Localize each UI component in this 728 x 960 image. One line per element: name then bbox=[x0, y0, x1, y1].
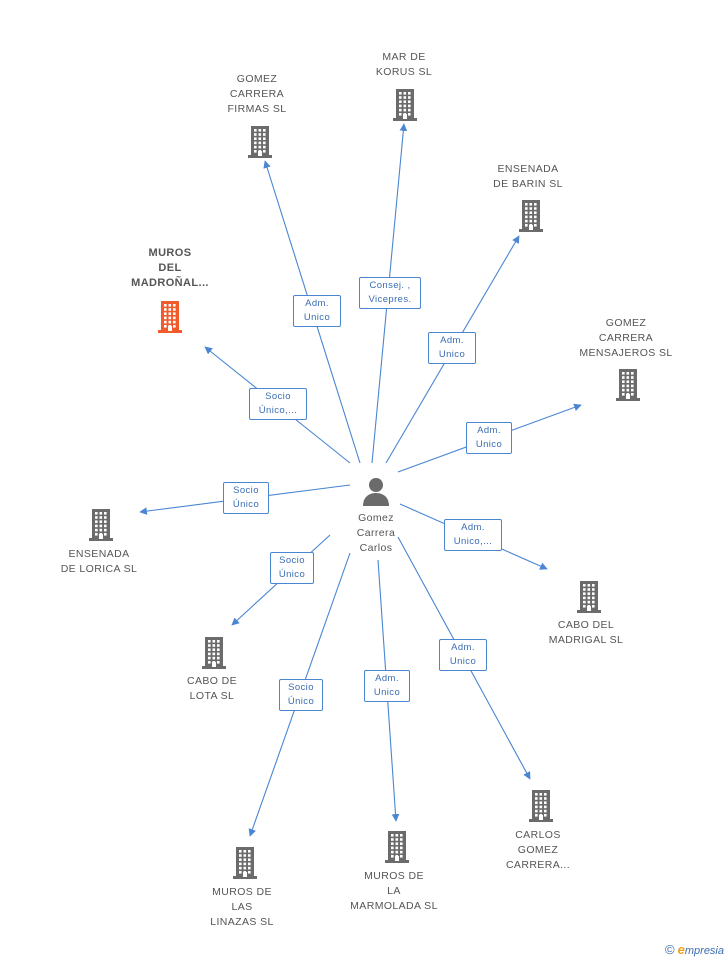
company-name-line: CARRERA bbox=[229, 88, 285, 100]
company-name-line: DE LORICA SL bbox=[60, 563, 138, 575]
company-label-gomez-carrera-firmas[interactable]: GOMEZ CARRERA FIRMAS SL bbox=[187, 72, 327, 117]
company-name-line: CARRERA bbox=[598, 332, 654, 344]
building-icon[interactable] bbox=[525, 788, 557, 822]
company-name-line: CABO DE bbox=[186, 675, 238, 687]
company-name-line: LA bbox=[387, 885, 401, 897]
brand-logo-initial: e bbox=[677, 942, 685, 957]
role-line: Unico bbox=[373, 687, 401, 698]
role-badge-gomez-carrera-mensajeros: Adm. Unico bbox=[466, 422, 512, 454]
role-line: Adm. bbox=[461, 522, 485, 533]
role-line: Unico bbox=[475, 439, 503, 450]
company-name-line: MARMOLADA SL bbox=[350, 900, 438, 912]
building-icon[interactable] bbox=[198, 635, 230, 669]
company-name-line: MUROS bbox=[148, 247, 192, 259]
company-name-line: GOMEZ bbox=[236, 73, 278, 85]
building-icon[interactable] bbox=[381, 829, 413, 863]
role-line: Consej. , bbox=[369, 280, 411, 291]
center-name-line: Carrera bbox=[356, 527, 396, 539]
company-name-line: MUROS DE bbox=[364, 870, 424, 882]
person-icon[interactable] bbox=[360, 475, 392, 507]
role-line: Único,... bbox=[258, 405, 298, 416]
company-name-line: LAS bbox=[231, 901, 253, 913]
company-label-muros-del-madronal[interactable]: MUROS DEL MADROÑAL... bbox=[100, 246, 240, 291]
company-name-line: LINAZAS SL bbox=[210, 916, 274, 928]
company-label-ensenada-de-lorica[interactable]: ENSENADA DE LORICA SL bbox=[29, 547, 169, 577]
role-line: Unico bbox=[449, 656, 477, 667]
company-name-line: DE BARIN SL bbox=[493, 178, 563, 190]
role-badge-muros-de-la-marmolada: Adm. Unico bbox=[364, 670, 410, 702]
role-line: Único bbox=[232, 499, 260, 510]
building-icon[interactable] bbox=[154, 299, 186, 333]
center-name-line: Carlos bbox=[359, 542, 393, 554]
company-name-line: MAR DE bbox=[382, 51, 426, 63]
building-icon[interactable] bbox=[612, 367, 644, 401]
company-name-line: ENSENADA bbox=[68, 548, 130, 560]
role-badge-carlos-gomez-carrera: Adm. Unico bbox=[439, 639, 487, 671]
role-line: Adm. bbox=[451, 642, 475, 653]
role-badge-gomez-carrera-firmas: Adm. Unico bbox=[293, 295, 341, 327]
center-person-name[interactable]: Gomez Carrera Carlos bbox=[336, 511, 416, 556]
role-line: Adm. bbox=[375, 673, 399, 684]
company-name-line: CABO DEL bbox=[557, 619, 615, 631]
company-name-line: MADRIGAL SL bbox=[548, 634, 624, 646]
building-icon[interactable] bbox=[85, 507, 117, 541]
company-label-muros-de-las-linazas[interactable]: MUROS DE LAS LINAZAS SL bbox=[172, 885, 312, 930]
company-label-cabo-del-madrigal[interactable]: CABO DEL MADRIGAL SL bbox=[516, 618, 656, 648]
building-icon[interactable] bbox=[573, 579, 605, 613]
company-name-line: CARRERA... bbox=[505, 859, 571, 871]
company-label-gomez-carrera-mensajeros[interactable]: GOMEZ CARRERA MENSAJEROS SL bbox=[556, 316, 696, 361]
role-line: Socio bbox=[288, 682, 314, 693]
role-line: Socio bbox=[279, 555, 305, 566]
company-name-line: LOTA SL bbox=[189, 690, 235, 702]
company-label-carlos-gomez-carrera[interactable]: CARLOS GOMEZ CARRERA... bbox=[468, 828, 608, 873]
company-name-line: KORUS SL bbox=[375, 66, 433, 78]
company-label-muros-de-la-marmolada[interactable]: MUROS DE LA MARMOLADA SL bbox=[324, 869, 464, 914]
role-badge-mar-de-korus: Consej. , Vicepres. bbox=[359, 277, 421, 309]
role-line: Socio bbox=[265, 391, 291, 402]
role-badge-ensenada-de-barin: Adm. Unico bbox=[428, 332, 476, 364]
role-line: Adm. bbox=[477, 425, 501, 436]
role-line: Único bbox=[278, 569, 306, 580]
role-line: Unico bbox=[303, 312, 331, 323]
company-name-line: DEL bbox=[158, 262, 182, 274]
building-icon[interactable] bbox=[389, 87, 421, 121]
brand-logo-text: mpresia bbox=[684, 945, 724, 957]
company-label-mar-de-korus[interactable]: MAR DE KORUS SL bbox=[334, 50, 474, 80]
role-badge-cabo-del-madrigal: Adm. Unico,... bbox=[444, 519, 502, 551]
building-icon[interactable] bbox=[244, 124, 276, 158]
company-name-line: ENSENADA bbox=[497, 163, 559, 175]
building-icon[interactable] bbox=[515, 198, 547, 232]
company-name-line: MUROS DE bbox=[212, 886, 272, 898]
footer-brand[interactable]: © empresia bbox=[665, 942, 724, 957]
role-line: Unico,... bbox=[453, 536, 493, 547]
company-label-cabo-de-lota[interactable]: CABO DE LOTA SL bbox=[142, 674, 282, 704]
role-line: Único bbox=[287, 696, 315, 707]
company-name-line: CARLOS bbox=[515, 829, 561, 841]
role-line: Adm. bbox=[305, 298, 329, 309]
company-name-line: GOMEZ bbox=[605, 317, 647, 329]
company-label-ensenada-de-barin[interactable]: ENSENADA DE BARIN SL bbox=[458, 162, 598, 192]
role-line: Vicepres. bbox=[368, 294, 412, 305]
company-name-line: GOMEZ bbox=[517, 844, 559, 856]
center-name-line: Gomez bbox=[358, 512, 394, 524]
role-line: Socio bbox=[233, 485, 259, 496]
role-line: Unico bbox=[438, 349, 466, 360]
company-name-line: MENSAJEROS SL bbox=[579, 347, 673, 359]
building-icon[interactable] bbox=[229, 845, 261, 879]
company-name-line: MADROÑAL... bbox=[131, 277, 209, 289]
role-line: Adm. bbox=[440, 335, 464, 346]
copyright-symbol: © bbox=[664, 942, 675, 957]
company-name-line: FIRMAS SL bbox=[227, 103, 287, 115]
